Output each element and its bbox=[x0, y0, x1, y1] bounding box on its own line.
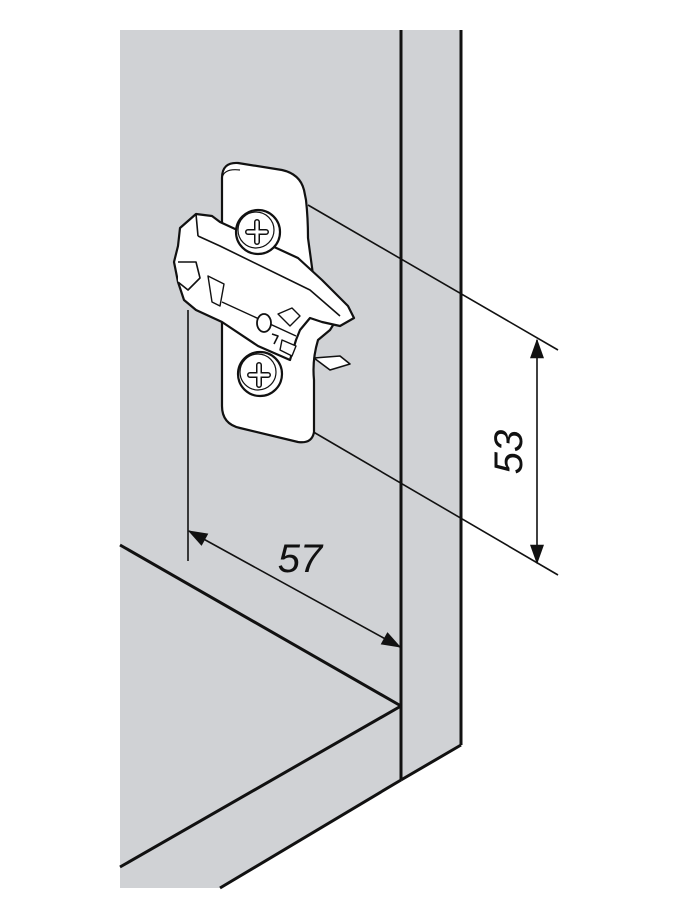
cabinet-side-panel bbox=[120, 30, 680, 920]
dimension-57-label: 57 bbox=[278, 537, 324, 581]
dimension-57: 57 bbox=[187, 310, 402, 648]
bottom-screw bbox=[236, 350, 284, 398]
dimension-53: 53 bbox=[487, 338, 544, 565]
dimension-53-extension-lines bbox=[307, 204, 559, 576]
cabinet-front-edge bbox=[399, 30, 463, 780]
top-screw bbox=[234, 208, 282, 256]
dimension-53-label: 53 bbox=[487, 430, 531, 475]
